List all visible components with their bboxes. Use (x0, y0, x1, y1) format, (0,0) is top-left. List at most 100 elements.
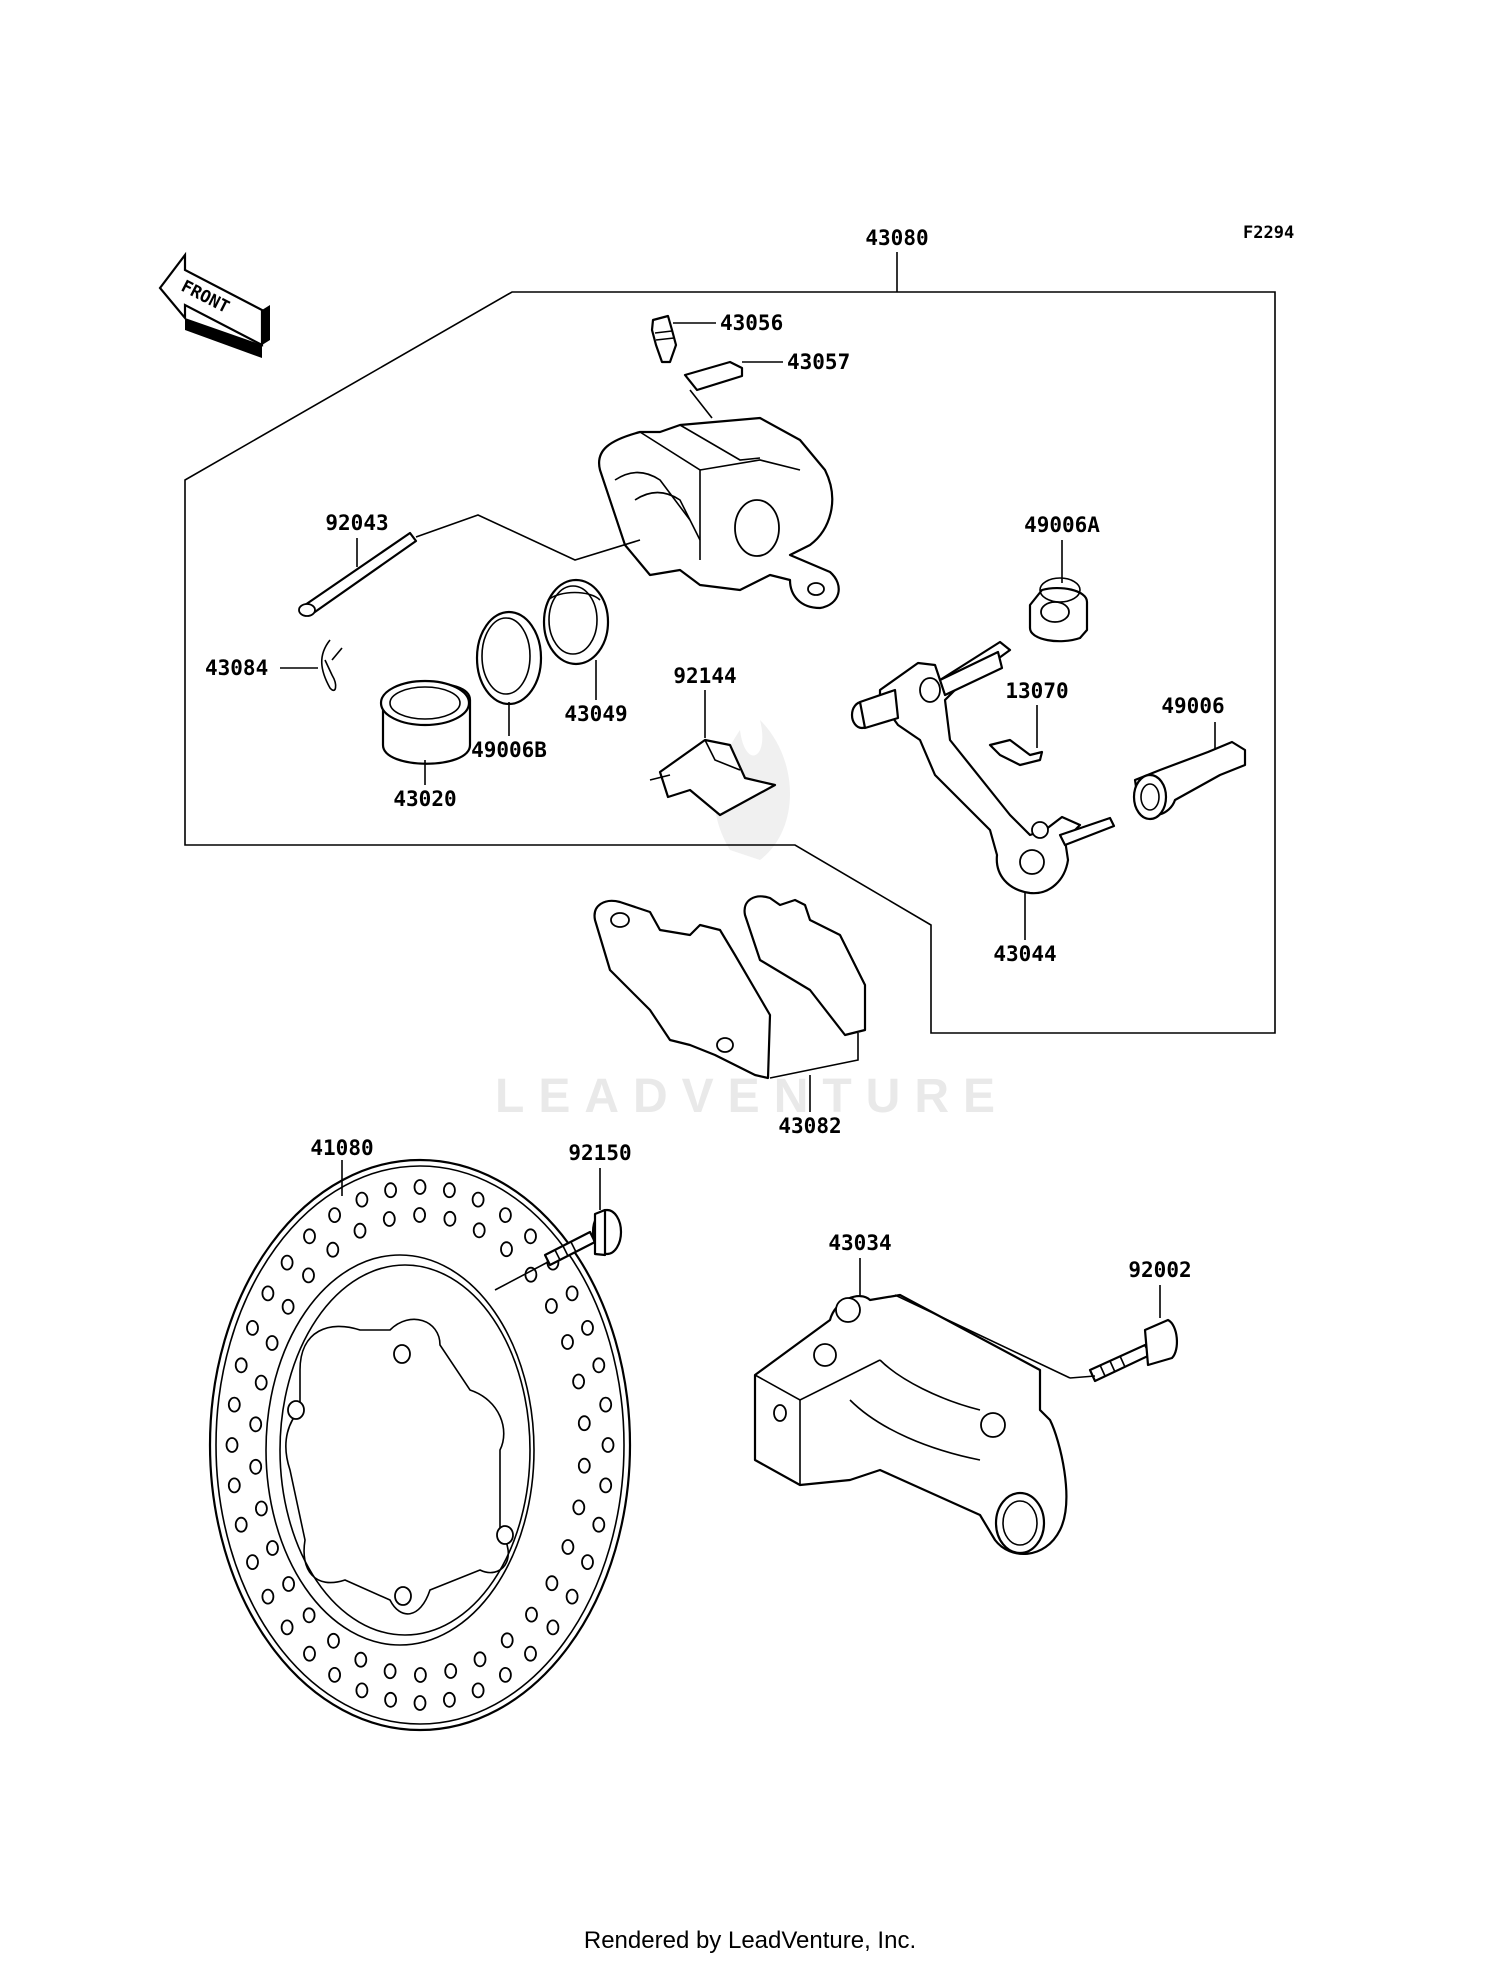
callout-49006[interactable]: 49006 (1161, 694, 1224, 718)
pin-boot-a (1028, 540, 1089, 643)
disc-vent-hole (382, 1211, 396, 1227)
disc-vent-hole (592, 1357, 606, 1374)
callout-49006B[interactable]: 49006B (471, 738, 547, 762)
disc-vent-hole (355, 1191, 369, 1208)
mounting-bracket (753, 1258, 1071, 1555)
disc-vent-hole (266, 1540, 279, 1556)
callout-43082[interactable]: 43082 (778, 1114, 841, 1138)
callout-43034[interactable]: 43034 (828, 1231, 891, 1255)
footer-credit: Rendered by LeadVenture, Inc. (584, 1927, 916, 1954)
dust-seal (475, 610, 543, 736)
callout-92144[interactable]: 92144 (673, 664, 736, 688)
disc-vent-hole (302, 1267, 315, 1284)
disc-vent-hole (327, 1632, 340, 1649)
disc-vent-hole (413, 1207, 427, 1223)
figure-reference: F2294 (1243, 223, 1294, 243)
disc-vent-hole (442, 1182, 456, 1199)
disc-vent-hole (354, 1651, 368, 1668)
disc-vent-hole (303, 1645, 316, 1662)
disc-vent-hole (227, 1477, 241, 1494)
callout-43056[interactable]: 43056 (720, 311, 783, 335)
callout-41080[interactable]: 41080 (310, 1136, 373, 1160)
disc-vent-hole (326, 1241, 340, 1258)
disc-vent-hole (261, 1285, 275, 1302)
brake-disc (208, 1158, 632, 1732)
assembly-outline (184, 291, 1276, 1034)
callout-49006A[interactable]: 49006A (1024, 513, 1100, 537)
callout-43057[interactable]: 43057 (787, 350, 850, 374)
disc-vent-hole (565, 1285, 579, 1302)
disc-vent-hole (265, 1335, 279, 1351)
disc-vent-hole (561, 1334, 574, 1350)
disc-vent-hole (444, 1663, 458, 1679)
piston-seal (542, 578, 610, 700)
disc-vent-hole (328, 1207, 342, 1223)
disc-vent-hole (500, 1632, 514, 1649)
bracket-bolt (1069, 1285, 1178, 1383)
disc-vent-hole (561, 1539, 575, 1555)
caliper-body (597, 416, 840, 610)
watermark-text: LEADVENTURE (495, 1070, 1009, 1123)
disc-vent-hole (599, 1396, 613, 1413)
disc-vent-hole (443, 1210, 457, 1227)
disc-vent-hole (498, 1667, 512, 1683)
retaining-clip (280, 639, 343, 692)
callout-43084[interactable]: 43084 (205, 656, 268, 680)
disc-vent-hole (601, 1437, 615, 1453)
pin-boot (1132, 722, 1247, 821)
disc-vent-hole (545, 1575, 559, 1592)
disc-vent-hole (545, 1298, 558, 1314)
disc-vent-hole (581, 1320, 594, 1336)
pad-spring (649, 690, 777, 817)
disc-vent-hole (572, 1499, 586, 1516)
disc-vent-hole (234, 1516, 248, 1533)
piston (379, 679, 472, 785)
callout-92043[interactable]: 92043 (325, 511, 388, 535)
disc-vent-hole (254, 1500, 268, 1517)
front-arrow-icon: FRONT (158, 251, 270, 358)
disc-vent-hole (261, 1588, 275, 1605)
disc-vent-hole (524, 1228, 537, 1245)
disc-vent-hole (225, 1437, 239, 1453)
disc-vent-hole (524, 1645, 537, 1662)
disc-vent-hole (282, 1576, 296, 1592)
callout-92150[interactable]: 92150 (568, 1141, 631, 1165)
disc-vent-hole (246, 1320, 259, 1336)
bleed-screw (650, 314, 716, 364)
disc-vent-hole (577, 1457, 591, 1474)
disc-vent-hole (471, 1682, 485, 1699)
disc-vent-hole (471, 1191, 485, 1208)
disc-vent-hole (413, 1667, 427, 1683)
callout-13070[interactable]: 13070 (1005, 679, 1068, 703)
disc-bolt (543, 1168, 623, 1267)
disc-vent-hole (413, 1695, 427, 1711)
disc-vent-hole (303, 1228, 316, 1245)
disc-vent-hole (442, 1691, 456, 1708)
disc-vent-hole (525, 1606, 538, 1623)
disc-vent-hole (572, 1373, 585, 1390)
disc-vent-hole (498, 1207, 512, 1223)
disc-vent-hole (249, 1458, 263, 1475)
disc-vent-hole (581, 1554, 594, 1570)
disc-vent-hole (246, 1554, 259, 1570)
disc-vent-hole (281, 1298, 295, 1315)
disc-vent-hole (355, 1682, 369, 1699)
caliper-bracket (850, 640, 1116, 940)
disc-vent-hole (384, 1182, 398, 1199)
callout-43044[interactable]: 43044 (993, 942, 1056, 966)
disc-vent-hole (592, 1516, 606, 1533)
bleed-cap (683, 360, 783, 419)
caliper-pin (298, 514, 641, 617)
disc-vent-hole (413, 1179, 427, 1195)
disc-vent-hole (302, 1607, 316, 1624)
callout-92002[interactable]: 92002 (1128, 1258, 1191, 1282)
disc-vent-hole (577, 1415, 591, 1432)
disc-vent-hole (234, 1357, 248, 1374)
callout-43080[interactable]: 43080 (865, 226, 928, 250)
callout-43049[interactable]: 43049 (564, 702, 627, 726)
callout-43020[interactable]: 43020 (393, 787, 456, 811)
disc-vent-hole (254, 1374, 268, 1391)
brake-pads (593, 895, 867, 1112)
disc-vent-hole (249, 1416, 263, 1433)
